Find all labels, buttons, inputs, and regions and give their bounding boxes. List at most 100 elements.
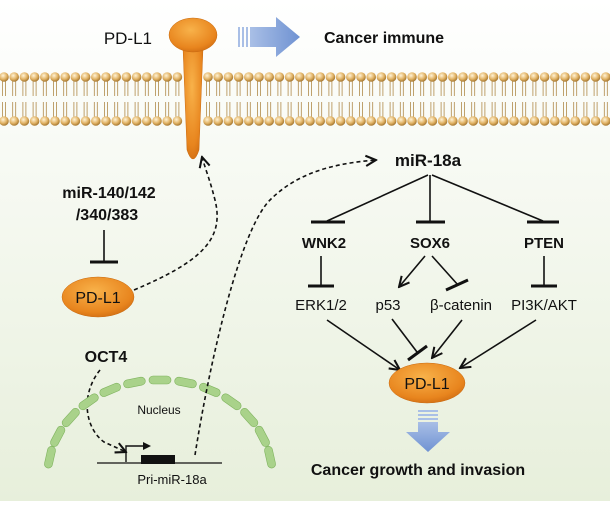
lipid-head (29, 72, 40, 82)
lipid-tail (359, 102, 363, 117)
lipid-head (0, 72, 9, 82)
lipid-head (407, 116, 417, 126)
lipid-head (509, 116, 519, 126)
lipid-head (315, 72, 326, 82)
lipid-tail (573, 81, 578, 96)
lipid-head (458, 116, 468, 126)
membrane-lipid-heads (0, 72, 610, 126)
lipid-head (580, 116, 591, 126)
lipid-tail (165, 102, 170, 117)
mir18a-inhibitions (311, 174, 559, 224)
wnk2-label: WNK2 (302, 235, 346, 252)
lipid-head (376, 72, 387, 82)
lipid-head (417, 72, 428, 82)
lipid-head (397, 116, 407, 126)
lipid-tail (236, 81, 241, 96)
nucleus-segment (44, 446, 56, 469)
lipid-tail (501, 81, 506, 96)
lipid-tail (491, 102, 496, 117)
lipid-tail (226, 81, 231, 96)
lipid-tail (471, 102, 476, 117)
lipid-tail (522, 81, 527, 96)
beta-catenin-to-pdl1-arrow (432, 319, 463, 358)
pdl1-center-node (388, 362, 466, 404)
lipid-tail (226, 102, 231, 117)
lipid-head (590, 72, 601, 82)
lipid-tail (257, 102, 261, 117)
lipid-head (478, 116, 489, 126)
lipid-head (335, 72, 346, 82)
lipid-tail (2, 81, 6, 96)
lipid-head (50, 116, 60, 126)
sox6-to-p53-arrow (399, 255, 426, 287)
oct4-arrow (86, 369, 126, 452)
lipid-head (335, 116, 346, 126)
lipid-head (366, 116, 377, 126)
erk-to-pdl1-arrow (326, 319, 400, 370)
lipid-head (488, 72, 499, 82)
lipid-head (60, 116, 70, 126)
nucleus-label: Nucleus (137, 403, 180, 417)
lipid-head (101, 116, 111, 126)
lipid-head (346, 116, 356, 126)
lipid-tail (512, 81, 516, 96)
beta-catenin-label: β-catenin (430, 297, 492, 314)
lipid-head (488, 116, 499, 126)
lipid-head (203, 116, 213, 126)
lipid-head (264, 72, 275, 82)
lipid-tail (257, 81, 261, 96)
lipid-head (366, 72, 377, 82)
lipid-tail (267, 102, 272, 117)
lipid-head (80, 72, 91, 82)
lipid-tail (175, 81, 180, 96)
lipid-tail (481, 81, 486, 96)
lipid-tail (144, 102, 149, 117)
lipid-head (91, 116, 101, 126)
lipid-tail (42, 81, 47, 96)
lipid-tail (532, 81, 537, 96)
lipid-head (223, 72, 234, 82)
lipid-head (550, 116, 560, 126)
lipid-tail (114, 81, 119, 96)
outcome-arrow (406, 410, 450, 452)
lipid-tail (124, 81, 129, 96)
lipid-tail (114, 102, 119, 117)
lipid-tail (563, 81, 567, 96)
lipid-tail (542, 81, 547, 96)
nucleus-segment (174, 376, 197, 389)
lipid-head (580, 72, 591, 82)
lipid-tail (583, 81, 588, 96)
lipid-tail (410, 81, 414, 96)
nucleus-segment (61, 408, 80, 428)
lipid-tail (389, 81, 394, 96)
lipid-tail (512, 102, 516, 117)
lipid-head (468, 116, 479, 126)
lipid-head (427, 116, 438, 126)
lipid-head (386, 116, 397, 126)
nucleus-segment (123, 376, 146, 389)
lipid-head (325, 116, 336, 126)
lipid-head (80, 116, 91, 126)
lipid-tail (430, 81, 435, 96)
mir-cluster-line2: /340/383 (76, 207, 138, 224)
lipid-tail (297, 81, 302, 96)
erk-label: ERK1/2 (295, 297, 347, 314)
nucleus-segment (240, 408, 259, 428)
lipid-head (274, 72, 285, 82)
lipid-tail (389, 102, 394, 117)
lipid-tail (216, 102, 221, 117)
lipid-tail (308, 81, 312, 96)
lipid-tail (461, 81, 465, 96)
lipid-head (427, 72, 438, 82)
lipid-tail (573, 102, 578, 117)
pri-mir18a-label: Pri-miR-18a (137, 472, 207, 487)
lipid-tail (53, 102, 57, 117)
lipid-tail (277, 102, 282, 117)
lipid-tail (155, 102, 159, 117)
mir-cluster-line1: miR-140/142 (62, 185, 155, 202)
lipid-tail (32, 102, 37, 117)
lipid-tail (532, 102, 537, 117)
lipid-head (437, 116, 448, 126)
